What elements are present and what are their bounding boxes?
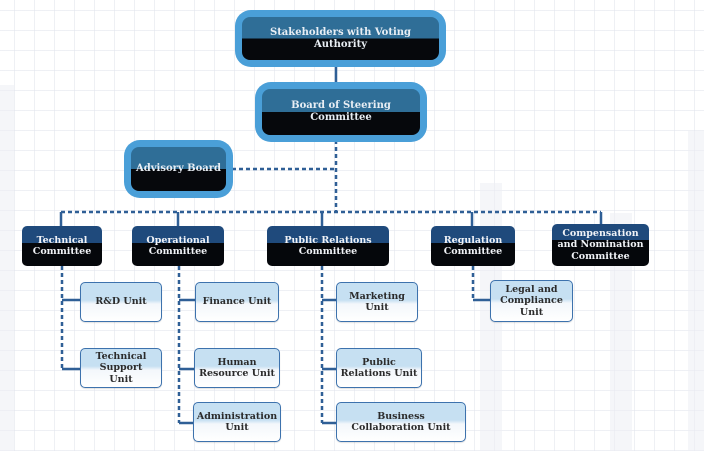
node-advisory-board[interactable]: Advisory Board: [124, 140, 233, 198]
unit-rd[interactable]: R&D Unit: [80, 282, 162, 322]
unit-finance[interactable]: Finance Unit: [195, 282, 279, 322]
node-stakeholders[interactable]: Stakeholders with Voting Authority: [235, 10, 446, 67]
unit-legal-compliance[interactable]: Legal and Compliance Unit: [490, 280, 573, 322]
node-board-label: Board of Steering Committee: [262, 89, 420, 135]
unit-administration[interactable]: Administration Unit: [193, 402, 281, 442]
committee-operational[interactable]: Operational Committee: [132, 226, 224, 266]
background-bar: [610, 213, 632, 451]
node-board[interactable]: Board of Steering Committee: [255, 82, 427, 142]
committee-public-relations[interactable]: Public Relations Committee: [267, 226, 389, 266]
committee-compensation-nomination[interactable]: Compensation and Nomination Committee: [552, 224, 649, 266]
node-stakeholders-label: Stakeholders with Voting Authority: [242, 17, 439, 60]
unit-marketing[interactable]: Marketing Unit: [336, 282, 418, 322]
unit-public-relations[interactable]: Public Relations Unit: [336, 348, 422, 388]
unit-business-collaboration[interactable]: Business Collaboration Unit: [336, 402, 466, 442]
committee-technical[interactable]: Technical Committee: [22, 226, 102, 266]
background-bar: [688, 131, 704, 451]
committee-regulation[interactable]: Regulation Committee: [431, 226, 515, 266]
node-advisory-board-label: Advisory Board: [131, 147, 226, 191]
background-bar: [0, 85, 14, 451]
unit-human-resource[interactable]: Human Resource Unit: [194, 348, 280, 388]
unit-technical-support[interactable]: Technical Support Unit: [80, 348, 162, 388]
